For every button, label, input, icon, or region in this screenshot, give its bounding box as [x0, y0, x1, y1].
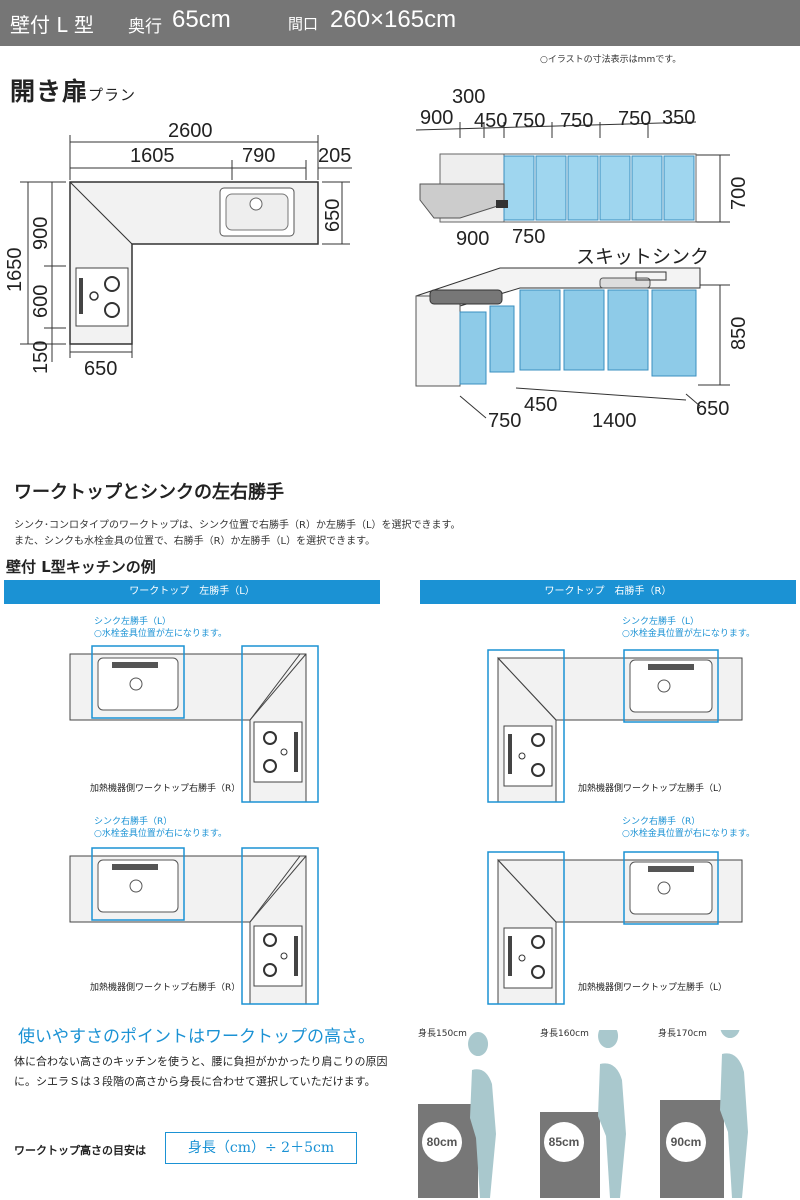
example-title: 壁付 L型キッチンの例	[6, 558, 156, 576]
elev-lower-top-1: 900	[456, 228, 490, 250]
dim-top-section: 900	[30, 216, 52, 250]
ex1-sink-label: シンク左勝手（L）○水栓金具位置が左になります。	[94, 617, 227, 639]
ex1-heater-caption: 加熱機器側ワークトップ右勝手（R）	[90, 784, 241, 794]
elev-upper-height: 700	[728, 176, 750, 210]
person-160: 身長160cm	[540, 1029, 589, 1039]
dim-left-width: 1605	[130, 145, 175, 167]
dim-total-height: 1650	[4, 247, 26, 293]
elev-lower-height: 850	[728, 316, 750, 350]
height-title: 使いやすさのポイントはワークトップの高さ。	[18, 1027, 375, 1047]
ex2-heater-caption: 加熱機器側ワークトップ左勝手（L）	[578, 784, 728, 794]
dim-right-margin: 205	[318, 145, 352, 167]
elev-upper-1: 900	[420, 107, 454, 129]
height-body: 体に合わない高さのキッチンを使うと、腰に負担がかかったり肩こりの原因に。シエラＳ…	[14, 1055, 388, 1088]
frontage-value: 260×165cm	[330, 6, 457, 33]
section-title: ワークトップとシンクの左右勝手	[14, 482, 284, 503]
height-figures	[418, 1030, 748, 1198]
elev-upper-3: 750	[512, 110, 546, 132]
elev-upper-5: 750	[618, 108, 652, 130]
section-para-1: シンク･コンロタイプのワークトップは、シンク位置で右勝手（R）か左勝手（L）を選…	[14, 520, 461, 531]
dim-stove-section: 600	[30, 284, 52, 318]
formula-label: ワークトップ高さの目安は	[14, 1144, 146, 1157]
elev-upper-2: 450	[474, 110, 508, 132]
frontage-label: 間口	[288, 15, 319, 33]
ex3-heater-caption: 加熱機器側ワークトップ右勝手（R）	[90, 983, 241, 993]
elev-lower-top-2: 750	[512, 226, 546, 248]
dim-bottom-width: 650	[84, 358, 118, 380]
elev-bottom-2: 450	[524, 394, 558, 416]
person-150: 身長150cm	[418, 1029, 467, 1039]
person-170: 身長170cm	[658, 1029, 707, 1039]
dim-total-width: 2600	[168, 120, 213, 142]
formula-box: 身長（cm）÷ 2＋5cm	[165, 1132, 357, 1164]
dim-sink-width: 790	[242, 145, 276, 167]
ex3-sink-label: シンク右勝手（R）○水栓金具位置が右になります。	[94, 817, 227, 839]
sink-label: スキットシンク	[576, 246, 710, 268]
counter-90: 90cm	[666, 1122, 706, 1162]
elevation-diagram	[415, 121, 730, 419]
elev-bottom-1: 750	[488, 410, 522, 432]
elev-upper-4: 750	[560, 110, 594, 132]
header-bar: 壁付 L 型 奥行 65cm 間口 260×165cm	[0, 0, 800, 46]
plan-diagram	[20, 135, 352, 362]
section-para-2: また、シンクも水栓金具の位置で、右勝手（R）か左勝手（L）を選択できます。	[14, 536, 376, 547]
elev-upper-top: 300	[452, 86, 486, 108]
bar-right-handed: ワークトップ 右勝手（R）	[420, 580, 796, 604]
counter-85: 85cm	[544, 1122, 584, 1162]
dim-bottom-margin: 150	[30, 340, 52, 374]
depth-label: 奥行	[128, 17, 162, 37]
ex2-sink-label: シンク左勝手（L）○水栓金具位置が左になります。	[622, 617, 755, 639]
type-label: 壁付 L 型	[10, 13, 94, 37]
example-diagrams	[69, 645, 743, 1005]
depth-value: 65cm	[172, 6, 231, 33]
ex4-sink-label: シンク右勝手（R）○水栓金具位置が右になります。	[622, 817, 755, 839]
counter-80: 80cm	[422, 1122, 462, 1162]
ex4-heater-caption: 加熱機器側ワークトップ左勝手（L）	[578, 983, 728, 993]
elev-upper-6: 350	[662, 107, 696, 129]
dimension-note: ○イラストの寸法表示はmmです。	[540, 55, 682, 65]
dim-sink-depth: 650	[322, 198, 344, 232]
elev-bottom-4: 650	[696, 398, 730, 420]
bar-left-handed: ワークトップ 左勝手（L）	[4, 580, 380, 604]
elev-bottom-3: 1400	[592, 410, 637, 432]
plan-title: 開き扉プラン	[10, 77, 137, 106]
